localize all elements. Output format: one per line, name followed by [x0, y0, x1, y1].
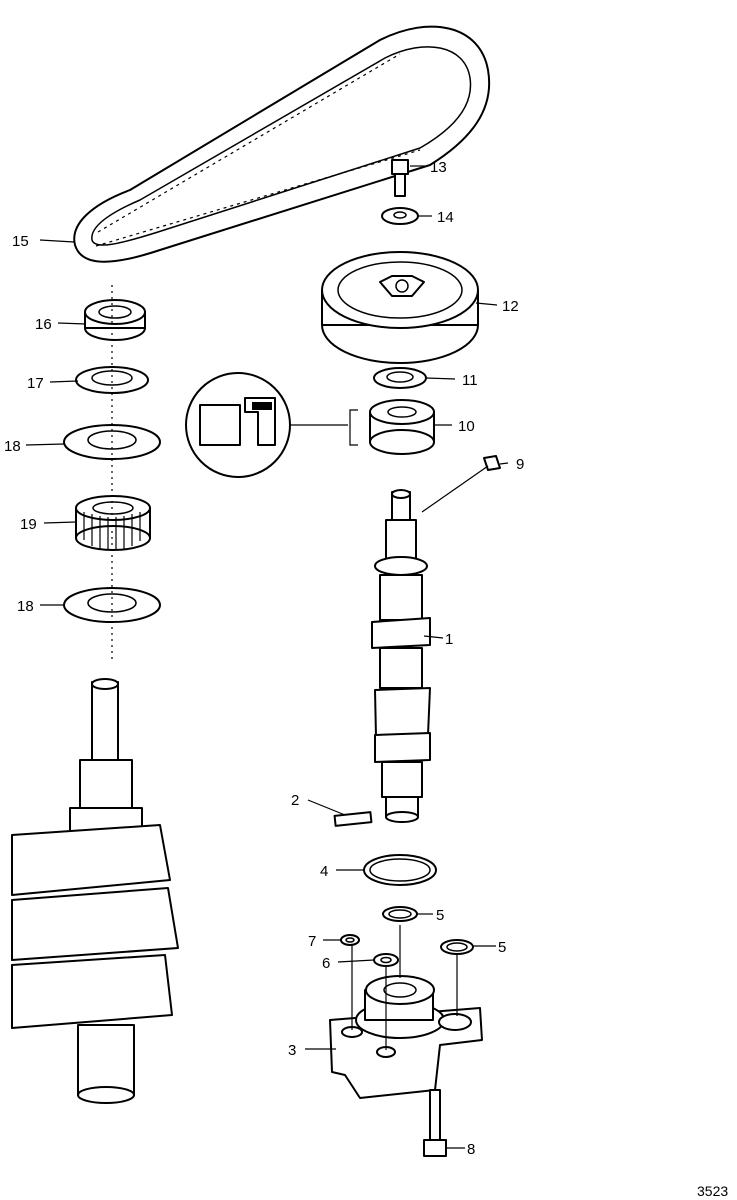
callout-16: 16: [35, 316, 52, 333]
callout-12: 12: [502, 298, 519, 315]
callout-17: 17: [27, 375, 44, 392]
oil-pump-o-ring-center: [382, 906, 418, 922]
callout-5-right: 5: [498, 939, 506, 956]
crankshaft: [11, 678, 179, 1104]
timing-belt: [73, 25, 491, 263]
seal-detail-inset: [185, 372, 358, 478]
callout-7: 7: [308, 933, 316, 950]
crankshaft-nut: [84, 299, 146, 341]
camshaft-sprocket-bolt: [391, 159, 409, 197]
oil-pump-dowel-seal: [340, 934, 360, 946]
callout-2: 2: [291, 792, 299, 809]
callout-5-center: 5: [436, 907, 444, 924]
crankshaft-sprocket: [75, 495, 151, 551]
woodruff-key: [483, 455, 501, 471]
callout-11: 11: [462, 372, 478, 389]
oil-pump-o-ring-right: [440, 939, 474, 955]
callout-14: 14: [437, 209, 454, 226]
oil-pump-seal: [373, 953, 399, 967]
callout-9: 9: [516, 456, 524, 473]
camshaft: [371, 489, 431, 823]
callout-18-lower: 18: [17, 598, 34, 615]
leader-lines: [25, 165, 509, 1149]
dowel-pin: [333, 811, 373, 827]
camshaft-sprocket-washer: [381, 207, 419, 225]
callout-8: 8: [467, 1141, 475, 1158]
figure-number: 3523: [697, 1183, 728, 1199]
oil-pump: [329, 975, 483, 1099]
callout-1: 1: [445, 631, 453, 648]
callout-18-upper: 18: [4, 438, 21, 455]
camshaft-oil-seal: [373, 367, 427, 389]
oil-pump-bolt: [423, 1089, 447, 1157]
callout-19: 19: [20, 516, 37, 533]
callout-6: 6: [322, 955, 330, 972]
camshaft-bearing: [369, 399, 435, 455]
callout-3: 3: [288, 1042, 296, 1059]
callout-13: 13: [430, 159, 447, 176]
belt-guide-washer: [75, 366, 149, 394]
oil-pump-o-ring-large: [363, 854, 437, 886]
camshaft-sprocket: [321, 251, 479, 364]
callout-10: 10: [458, 418, 475, 435]
callout-4: 4: [320, 863, 328, 880]
callout-labels: 1 2 3 4 5 5 6 7 8 9 10 11 12 13 14 15 16…: [4, 159, 728, 1199]
callout-15: 15: [12, 233, 29, 250]
